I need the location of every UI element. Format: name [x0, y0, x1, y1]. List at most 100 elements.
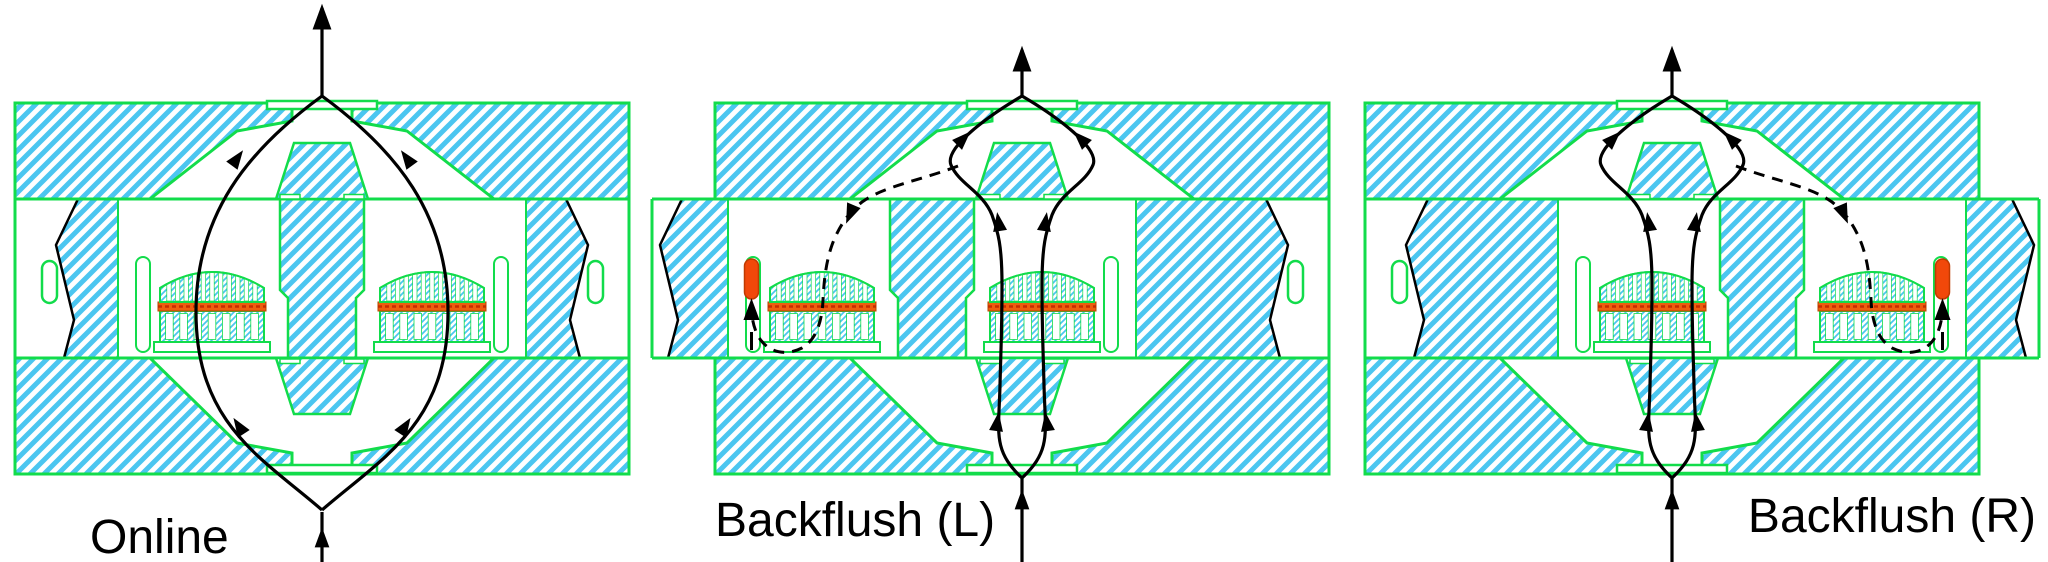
eject-arrowhead-icon: [743, 298, 760, 321]
breaker-slot: [1853, 313, 1862, 340]
breaker-slot: [1839, 313, 1848, 340]
breaker-slot: [1023, 313, 1032, 340]
breaker-slot: [236, 313, 245, 340]
backflush-arrowhead-icon: [1833, 202, 1848, 224]
breaker-slot: [860, 313, 869, 340]
flow-arrowhead-icon: [952, 131, 971, 150]
breaker-slot: [1051, 313, 1061, 340]
lower-divider-nose: [974, 356, 1070, 416]
breaker-slot: [1080, 313, 1089, 340]
breaker-slot: [995, 313, 1004, 340]
break-line: [1264, 198, 1290, 359]
breaker-slot: [775, 313, 784, 340]
breaker-slot: [1009, 313, 1018, 340]
lower-divider-nose: [1624, 356, 1720, 416]
flow-arrowhead-icon: [1073, 131, 1092, 150]
breaker-slot: [399, 313, 408, 340]
breaker-slot: [250, 313, 259, 340]
seal-ring: [343, 358, 365, 365]
slide-piston: [888, 197, 976, 360]
inlet-flange: [965, 463, 1079, 475]
slide-piston: [1718, 197, 1806, 360]
outlet-flange: [265, 99, 379, 111]
breaker-slot: [846, 313, 855, 340]
upper-divider-nose: [274, 141, 370, 201]
upper-divider-nose: [974, 141, 1070, 201]
vent-slot: [1286, 259, 1305, 305]
slide-left-section: [56, 199, 118, 358]
contaminant-slug: [743, 258, 760, 300]
breaker-slot: [1896, 313, 1905, 340]
panel-backflush-right: Backflush (R): [1363, 45, 2041, 562]
breaker-slot: [179, 313, 188, 340]
breaker-slot: [1910, 313, 1919, 340]
flow-arrowhead-icon: [1723, 131, 1742, 150]
flow-arrowhead-icon: [1602, 131, 1621, 150]
breaker-slot: [1690, 313, 1699, 340]
breaker-slot: [456, 313, 465, 340]
seal-ring: [979, 358, 1001, 365]
flow-arrowhead-icon: [394, 417, 411, 438]
flow-arrowhead-icon: [993, 212, 1008, 233]
flow-arrowhead-icon: [989, 412, 1003, 432]
outlet-flange: [965, 99, 1079, 111]
breaker-slot: [831, 313, 841, 340]
flow-arrowhead-icon: [1014, 489, 1030, 510]
seal-ring: [343, 193, 365, 200]
panel-backflush-left: Backflush (L): [650, 45, 1331, 562]
seal-ring: [1693, 358, 1715, 365]
flow-arrowhead-icon: [1036, 212, 1051, 233]
breaker-slot: [207, 313, 217, 340]
backflush-arrowhead-icon: [846, 202, 861, 224]
discharge-slot: [493, 256, 509, 353]
slide-left-section: [1406, 199, 1558, 358]
breaker-slot: [413, 313, 422, 340]
panel-label-backflush-left: Backflush (L): [715, 494, 995, 547]
seal-ring: [1043, 358, 1065, 365]
break-line: [2010, 198, 2036, 359]
eject-arrowhead-icon: [1934, 298, 1951, 321]
breaker-slot: [1619, 313, 1628, 340]
inlet-flange: [1615, 463, 1729, 475]
panel-online-drawing: [13, 3, 631, 562]
panel-label-backflush-right: Backflush (R): [1748, 490, 2036, 543]
flow-arrowhead-icon: [1691, 412, 1705, 432]
discharge-slot: [135, 256, 151, 353]
panel-label-online: Online: [90, 511, 229, 562]
discharge-slot: [1103, 256, 1119, 353]
flow-arrowhead-icon: [1643, 212, 1658, 233]
breaker-slot: [385, 313, 394, 340]
flow-arrowhead-icon: [1012, 45, 1032, 72]
breaker-pedestal: [763, 341, 881, 353]
breaker-pedestal: [373, 341, 491, 353]
outlet-flange: [1615, 99, 1729, 111]
slide-piston: [278, 197, 366, 360]
seal-ring: [279, 193, 301, 200]
breaker-slot: [1676, 313, 1685, 340]
inlet-flange: [265, 463, 379, 475]
discharge-slot: [1575, 256, 1591, 353]
slide-right-section: [1966, 199, 2034, 358]
flow-arrowhead-icon: [226, 150, 244, 170]
breaker-slot: [165, 313, 174, 340]
slide-left-section: [660, 199, 728, 358]
upper-divider-nose: [1624, 141, 1720, 201]
flow-arrowhead-icon: [1041, 412, 1055, 432]
breaker-slot: [1605, 313, 1614, 340]
breaker-slot: [470, 313, 479, 340]
seal-ring: [279, 358, 301, 365]
vent-slot: [1390, 259, 1409, 305]
flow-arrowhead-icon: [1686, 212, 1701, 233]
breaker-slot: [1661, 313, 1671, 340]
breaker-slot: [1066, 313, 1075, 340]
flow-arrowhead-icon: [400, 150, 418, 170]
panel-online: Online: [13, 3, 631, 562]
break-line: [564, 198, 590, 359]
lower-divider-nose: [274, 356, 370, 416]
break-line: [1404, 198, 1430, 359]
flow-arrowhead-icon: [1639, 412, 1653, 432]
slide-right-section: [1136, 199, 1288, 358]
panel-backflush-right-drawing: [1363, 45, 2041, 562]
